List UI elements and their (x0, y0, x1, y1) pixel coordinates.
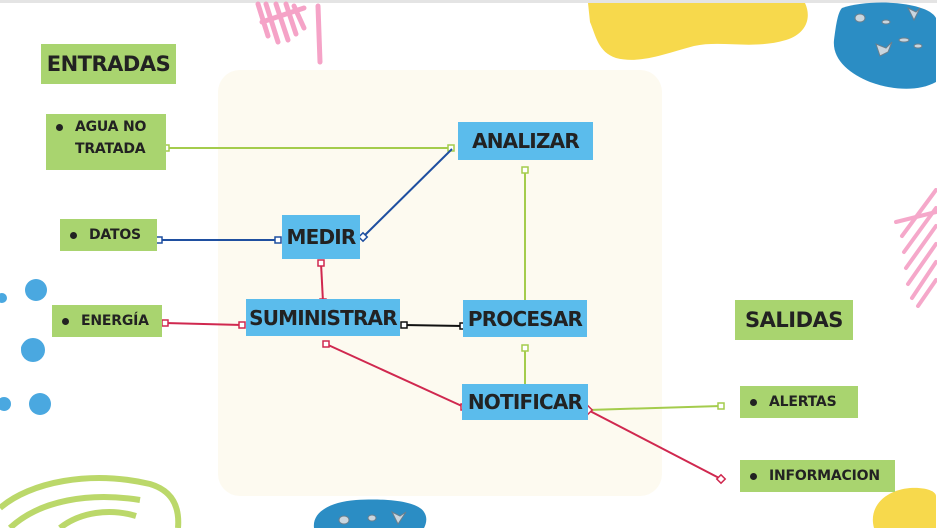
connector-notify-to-information (582, 404, 727, 485)
output-information-label: INFORMACION (769, 468, 880, 484)
pink-scribble-right (894, 188, 937, 308)
input-data-label: DATOS (89, 227, 141, 243)
connector-analyze-to-process (521, 166, 529, 302)
bullet-icon (70, 231, 77, 239)
connector-supply-to-notify (322, 340, 468, 411)
green-scribble-bottom-left (0, 475, 182, 528)
top-border (0, 0, 937, 3)
inputs-heading: ENTRADAS (41, 44, 176, 84)
input-water-line1: AGUA NO (75, 119, 147, 135)
outputs-heading: SALIDAS (735, 300, 853, 340)
process-notify: NOTIFICAR (462, 384, 588, 420)
connector-energy-to-supply (161, 319, 246, 329)
connector-supply-to-process (400, 321, 467, 330)
process-process: PROCESAR (463, 300, 587, 337)
pink-scribble-top (255, 1, 323, 65)
blue-blob-top-right (833, 2, 936, 89)
input-water-text: AGUA NO TRATADA (75, 116, 146, 160)
bullet-icon (56, 124, 63, 131)
fish-doodles (854, 6, 923, 57)
bullet-icon (750, 398, 757, 406)
input-data: DATOS (60, 219, 157, 251)
input-energy-label: ENERGÍA (81, 313, 149, 329)
input-water-line2: TRATADA (75, 141, 146, 157)
connector-data-to-measure (155, 236, 282, 244)
blue-splotches-left (0, 279, 51, 415)
connector-notify-to-alerts (587, 402, 725, 411)
yellow-blob-top (588, 3, 808, 60)
output-alerts: ALERTAS (740, 386, 858, 418)
connector-process-to-notify (521, 344, 529, 384)
process-supply: SUMINISTRAR (246, 299, 400, 336)
output-alerts-label: ALERTAS (769, 394, 837, 410)
connector-water-to-analyze (162, 144, 455, 152)
process-measure: MEDIR (282, 215, 360, 259)
fish-doodles-bottom (338, 510, 407, 525)
yellow-blob-bottom-right (872, 487, 936, 528)
connector-measure-to-analyze (357, 148, 453, 243)
input-water: AGUA NO TRATADA (46, 114, 166, 170)
output-information: INFORMACION (740, 460, 895, 492)
input-energy: ENERGÍA (52, 305, 162, 337)
bullet-icon (750, 472, 757, 480)
process-analyze: ANALIZAR (458, 122, 593, 160)
bullet-icon (62, 317, 69, 325)
